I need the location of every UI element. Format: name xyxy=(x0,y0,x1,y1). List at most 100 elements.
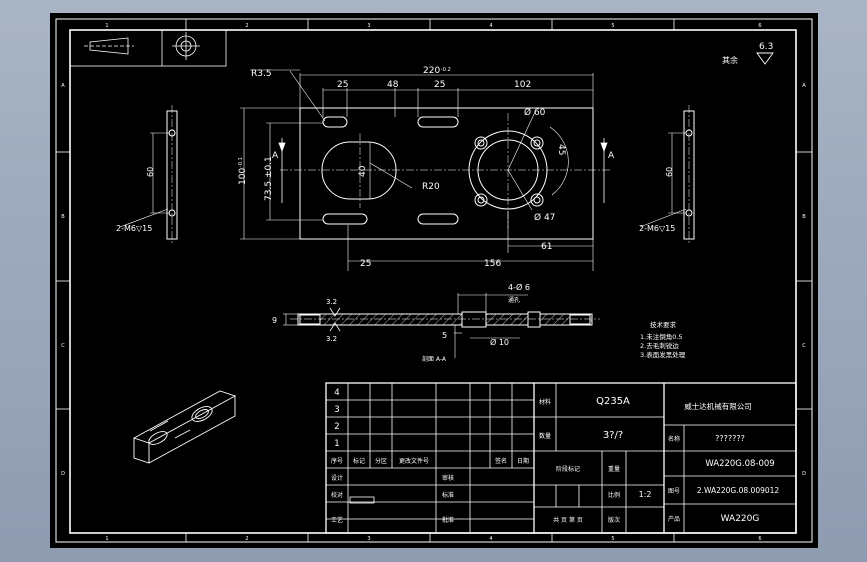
rev-4: 4 xyxy=(334,388,339,398)
assembly-no-value: 2.WA220G.08.009012 xyxy=(697,486,780,495)
zone-left-C: C xyxy=(61,343,65,349)
dim-phi47: Ø 47 xyxy=(534,212,555,223)
zone-bottom-1: 1 xyxy=(105,536,108,542)
rev-header-sign: 签名 xyxy=(495,457,507,465)
dim-45: 45 xyxy=(556,144,566,155)
dim-r20: R20 xyxy=(422,182,440,192)
svg-text:6.3: 6.3 xyxy=(759,42,773,52)
zone-top-5: 5 xyxy=(611,23,614,29)
rev-3: 3 xyxy=(334,405,339,415)
stage-label: 阶段标记 xyxy=(556,465,580,473)
section-phi10: Ø 10 xyxy=(490,337,509,347)
svg-text:1.未注倒角0.5: 1.未注倒角0.5 xyxy=(640,332,683,341)
zone-top-3: 3 xyxy=(367,23,370,29)
svg-text:3.表面发黑处理: 3.表面发黑处理 xyxy=(640,350,686,359)
qty-value: 3?/? xyxy=(603,430,623,441)
dim-25-mid: 25 xyxy=(434,80,445,90)
dim-100: 100 xyxy=(238,168,248,185)
sign-review: 审核 xyxy=(442,474,454,482)
zone-bottom-5: 5 xyxy=(611,536,614,542)
dim-25-left: 25 xyxy=(337,80,348,90)
svg-text:2.去毛刺锐边: 2.去毛刺锐边 xyxy=(640,341,679,350)
note-right-tapped-holes: 2-M6▽15 xyxy=(639,224,675,233)
company-name: 威士达机械有限公司 xyxy=(684,401,752,411)
dim-156: 156 xyxy=(484,259,501,269)
rev-header-zone: 分区 xyxy=(375,457,387,465)
dim-phi60: Ø 60 xyxy=(524,107,546,118)
svg-text:其余: 其余 xyxy=(722,55,738,65)
dim-r35: R3.5 xyxy=(251,69,272,79)
version-label: 版次 xyxy=(608,516,620,524)
note-left-tapped-holes: 2-M6▽15 xyxy=(116,224,152,233)
sheet-label: 共 页 第 页 xyxy=(553,516,583,524)
dim-side-right-60: 60 xyxy=(665,167,674,177)
dim-102: 102 xyxy=(514,80,531,90)
sign-design: 设计 xyxy=(331,474,343,482)
sign-approve: 批准 xyxy=(442,516,454,524)
section-view xyxy=(283,293,600,358)
dim-overall-length-tol: -0.2 xyxy=(441,67,451,73)
zone-left-B: B xyxy=(61,214,65,220)
sign-process: 工艺 xyxy=(331,516,343,524)
product-label: 产品 xyxy=(668,515,680,523)
section-rough-top: 3.2 xyxy=(326,298,337,306)
rev-2: 2 xyxy=(334,422,339,432)
dim-overall-length: 220 xyxy=(423,66,440,76)
dim-73: 73.5 ±0.1 xyxy=(264,156,274,201)
zone-bottom-6: 6 xyxy=(758,536,761,542)
dim-side-left-60: 60 xyxy=(146,167,155,177)
section-holes-dim: 4-Ø 6 xyxy=(508,282,530,292)
side-view-left xyxy=(119,105,178,243)
section-thickness: 9 xyxy=(272,316,277,325)
sign-standard: 标准 xyxy=(442,491,454,499)
zone-right-B: B xyxy=(802,214,806,220)
drawing-no-label: 图号 xyxy=(668,488,680,495)
part-name-value: ??????? xyxy=(715,434,745,443)
technical-requirements: 技术要求 1.未注倒角0.5 2.去毛刺锐边 3.表面发黑处理 xyxy=(640,320,686,359)
isometric-view xyxy=(132,390,237,464)
scale-label: 比例 xyxy=(608,491,620,499)
dim-61: 61 xyxy=(541,242,552,252)
weight-label: 重量 xyxy=(608,465,620,473)
title-block xyxy=(325,382,797,534)
projection-symbol xyxy=(69,29,227,67)
zone-bottom-2: 2 xyxy=(245,536,248,542)
dim-100-tol: -0.1 xyxy=(238,157,244,167)
section-label: 剖面 A-A xyxy=(422,355,447,363)
section-arrow-left: A xyxy=(272,151,279,161)
rev-1: 1 xyxy=(334,439,339,449)
material-label: 材料 xyxy=(539,398,551,406)
zone-left-D: D xyxy=(61,471,65,477)
product-value: WA220G xyxy=(721,514,760,524)
dim-40: 40 xyxy=(358,165,368,177)
side-view-right xyxy=(639,105,695,243)
rev-header-mark: 标记 xyxy=(353,457,365,465)
section-depth: 5 xyxy=(442,331,447,340)
zone-right-A: A xyxy=(802,83,806,89)
sign-check: 校对 xyxy=(331,491,343,499)
zone-top-2: 2 xyxy=(245,23,248,29)
scale-value: 1:2 xyxy=(639,490,652,499)
zone-right-D: D xyxy=(802,471,806,477)
svg-text:技术要求: 技术要求 xyxy=(650,320,677,329)
roughness-symbol: 其余 6.3 xyxy=(722,42,774,65)
drawing-sheet: 1 2 3 4 5 6 1 2 3 4 5 6 A B C D A B C D … xyxy=(50,13,818,548)
zone-left-A: A xyxy=(61,83,65,89)
section-arrow-right: A xyxy=(608,151,615,161)
rev-header-doc: 更改文件号 xyxy=(399,457,429,465)
part-name-label: 名称 xyxy=(668,435,680,443)
zone-top-1: 1 xyxy=(105,23,108,29)
zone-top-6: 6 xyxy=(758,23,761,29)
rev-header-seq: 序号 xyxy=(331,457,343,465)
zone-bottom-4: 4 xyxy=(489,536,492,542)
outer-frame xyxy=(55,18,813,543)
dim-25-bottom: 25 xyxy=(360,259,371,269)
material-value: Q235A xyxy=(596,396,630,407)
drawing-no-value: WA220G.08-009 xyxy=(705,459,774,469)
zone-top-4: 4 xyxy=(489,23,492,29)
rev-header-date: 日期 xyxy=(517,457,529,465)
section-rough-bottom: 3.2 xyxy=(326,335,337,343)
qty-label: 数量 xyxy=(539,432,551,440)
zone-bottom-3: 3 xyxy=(367,536,370,542)
dim-48: 48 xyxy=(387,80,399,90)
